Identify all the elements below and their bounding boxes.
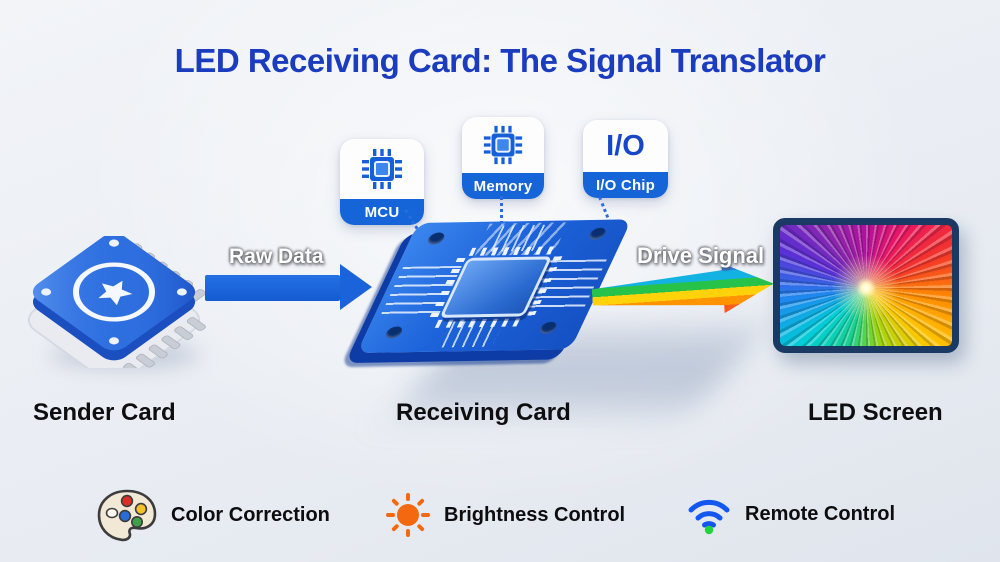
memory-badge-label: Memory: [462, 173, 544, 199]
feature-label: Brightness Control: [444, 503, 626, 526]
screw-hole: [537, 321, 559, 334]
feature-remote-control: Remote Control: [686, 493, 895, 535]
sender-card-illustration: [27, 236, 206, 368]
chip-icon: [462, 117, 544, 173]
drive-signal-arrow: [590, 260, 775, 323]
memory-badge: Memory: [462, 117, 544, 199]
screw-hole: [587, 227, 608, 240]
led-screen-label: LED Screen: [808, 399, 943, 426]
feature-label: Color Correction: [171, 504, 330, 526]
screw-hole: [383, 326, 405, 339]
page-title: LED Receiving Card: The Signal Translato…: [174, 42, 826, 79]
chip-pins: [468, 246, 558, 256]
raw-data-arrow: [205, 262, 372, 312]
feature-brightness-control: Brightness Control: [385, 492, 625, 538]
mcu-badge: MCU: [340, 139, 424, 225]
raw-data-label: Raw Data: [229, 245, 324, 268]
chip-pins: [434, 318, 524, 328]
color-burst-image: [780, 225, 952, 346]
feature-label: Remote Control: [745, 502, 895, 525]
mcu-badge-label: MCU: [340, 199, 424, 225]
io-symbol: I/O: [606, 129, 645, 162]
feature-color-correction: Color Correction: [96, 489, 330, 542]
arrow-head: [340, 264, 372, 310]
led-screen-illustration: [773, 218, 959, 353]
receiving-card-label: Receiving Card: [396, 399, 571, 426]
chip-icon: [340, 139, 424, 199]
memory-connector-line: [500, 196, 503, 238]
io-badge-label: I/O Chip: [583, 172, 668, 198]
wifi-icon: [688, 499, 730, 535]
sun-icon: [386, 493, 430, 537]
io-chip-badge: I/O I/O Chip: [583, 120, 668, 198]
screw-hole: [425, 232, 447, 245]
sender-card-label: Sender Card: [33, 399, 176, 426]
palette-icon: [97, 489, 157, 542]
drive-signal-label: Drive Signal: [637, 243, 765, 268]
